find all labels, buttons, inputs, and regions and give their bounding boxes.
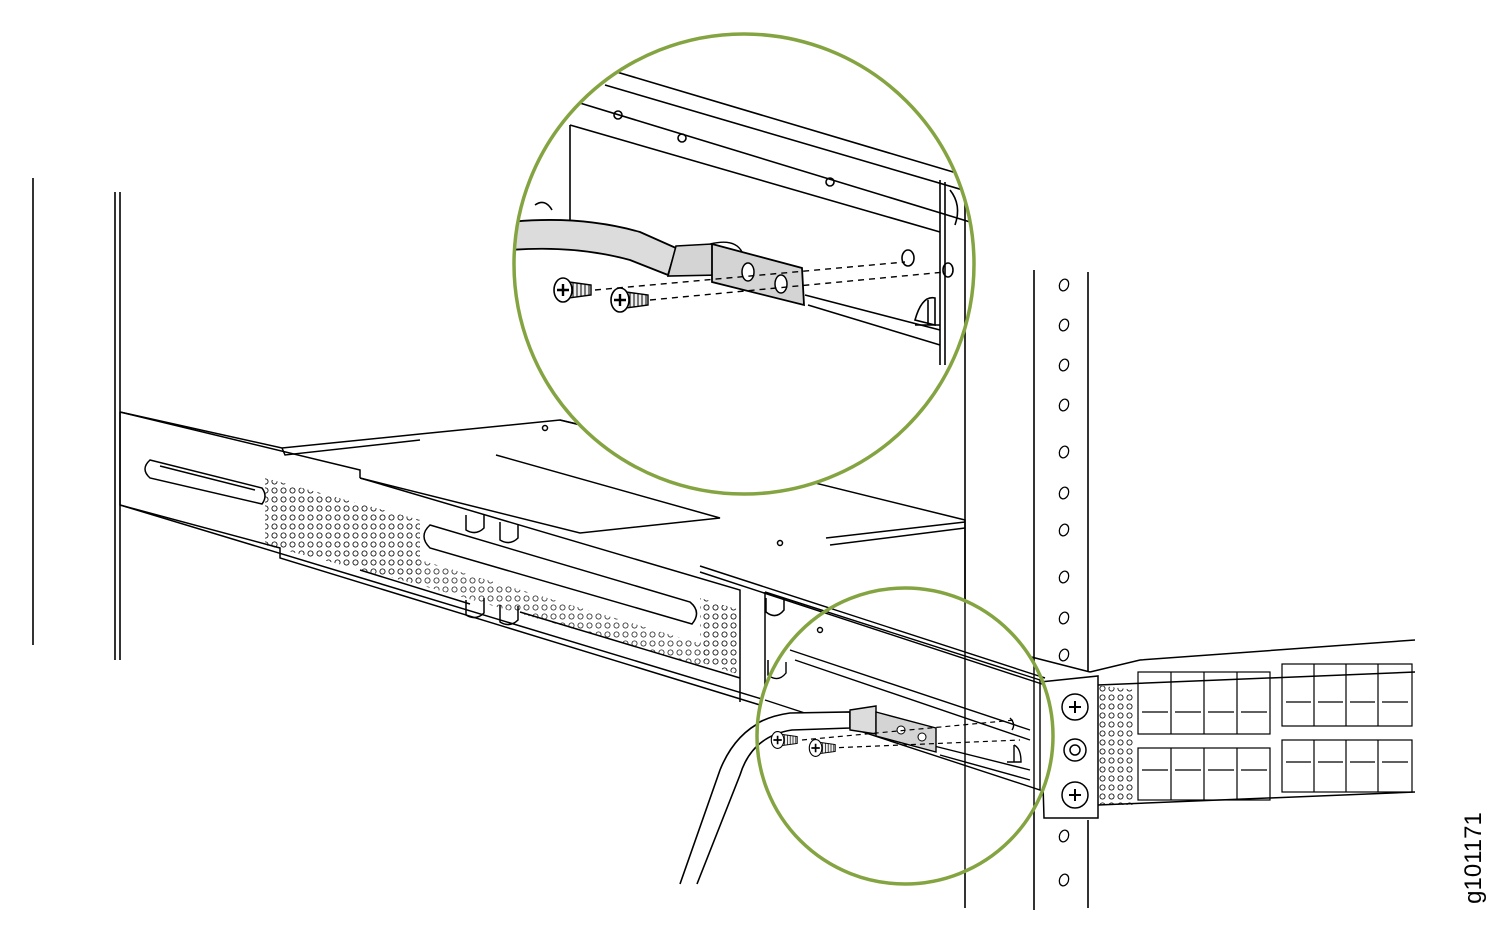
switch-front-panel [1039,639,1416,819]
top-callout-ring [512,32,976,496]
bottom-callout [757,588,1053,884]
figure-id-label: g101171 [1460,812,1487,904]
vent-perforations [265,478,1135,805]
rear-rack-post [32,178,121,660]
bottom-callout-ring [755,586,1055,886]
